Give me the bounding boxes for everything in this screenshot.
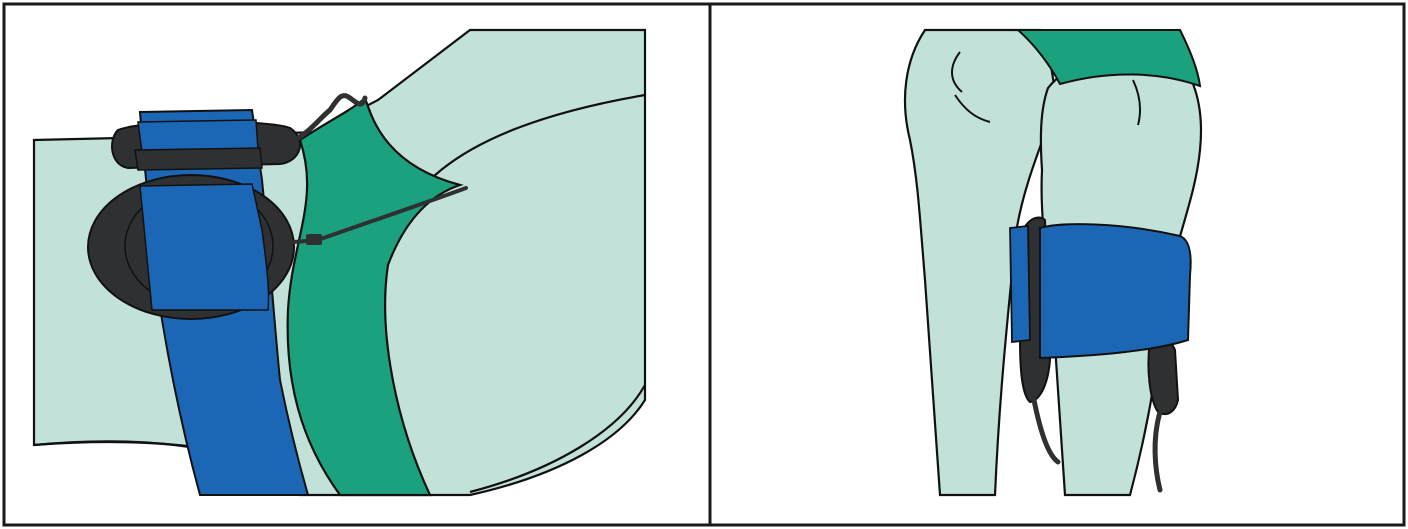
right-cable-left <box>1034 400 1058 462</box>
right-cuff-back <box>1010 226 1030 342</box>
left-cable-connector <box>306 234 322 245</box>
right-panel <box>905 30 1201 495</box>
left-panel <box>34 30 645 495</box>
right-cuff-front <box>1040 224 1191 358</box>
right-electrode-right <box>1148 338 1178 414</box>
left-control-unit <box>112 120 300 170</box>
right-cable-right <box>1155 412 1160 490</box>
left-electrode-pad <box>88 175 294 319</box>
